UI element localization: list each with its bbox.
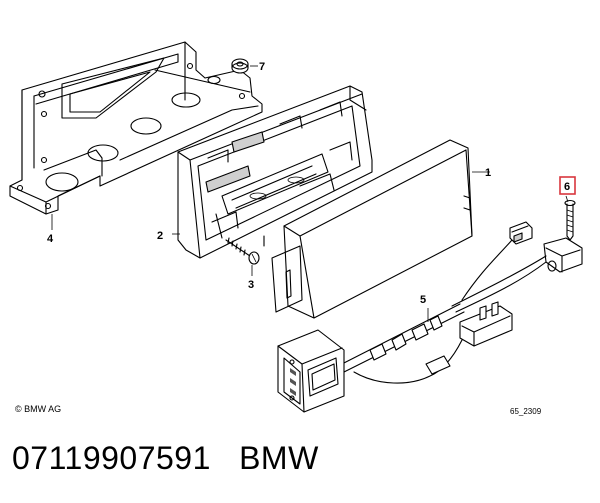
- bracket-part-4: [9, 41, 263, 215]
- callout-7: 7: [259, 61, 265, 73]
- grommet-part-7: [231, 58, 258, 74]
- callout-1: 1: [485, 167, 491, 179]
- module-part-1: [271, 139, 490, 319]
- harness-part-5: [277, 221, 583, 413]
- callout-6-highlight: [559, 176, 576, 195]
- part-number-title: 07119907591 BMW: [12, 440, 319, 476]
- callout-3: 3: [248, 279, 254, 291]
- callout-4: 4: [47, 233, 54, 245]
- screw-part-3: [225, 237, 260, 276]
- diagram-code: 65_2309: [510, 407, 542, 416]
- callout-2: 2: [157, 230, 163, 242]
- screw-part-6: [564, 199, 576, 241]
- copyright-notice: © BMW AG: [15, 404, 62, 414]
- callout-5: 5: [420, 294, 426, 306]
- holder-part-2: [177, 85, 373, 259]
- callout-6: 6: [564, 181, 570, 193]
